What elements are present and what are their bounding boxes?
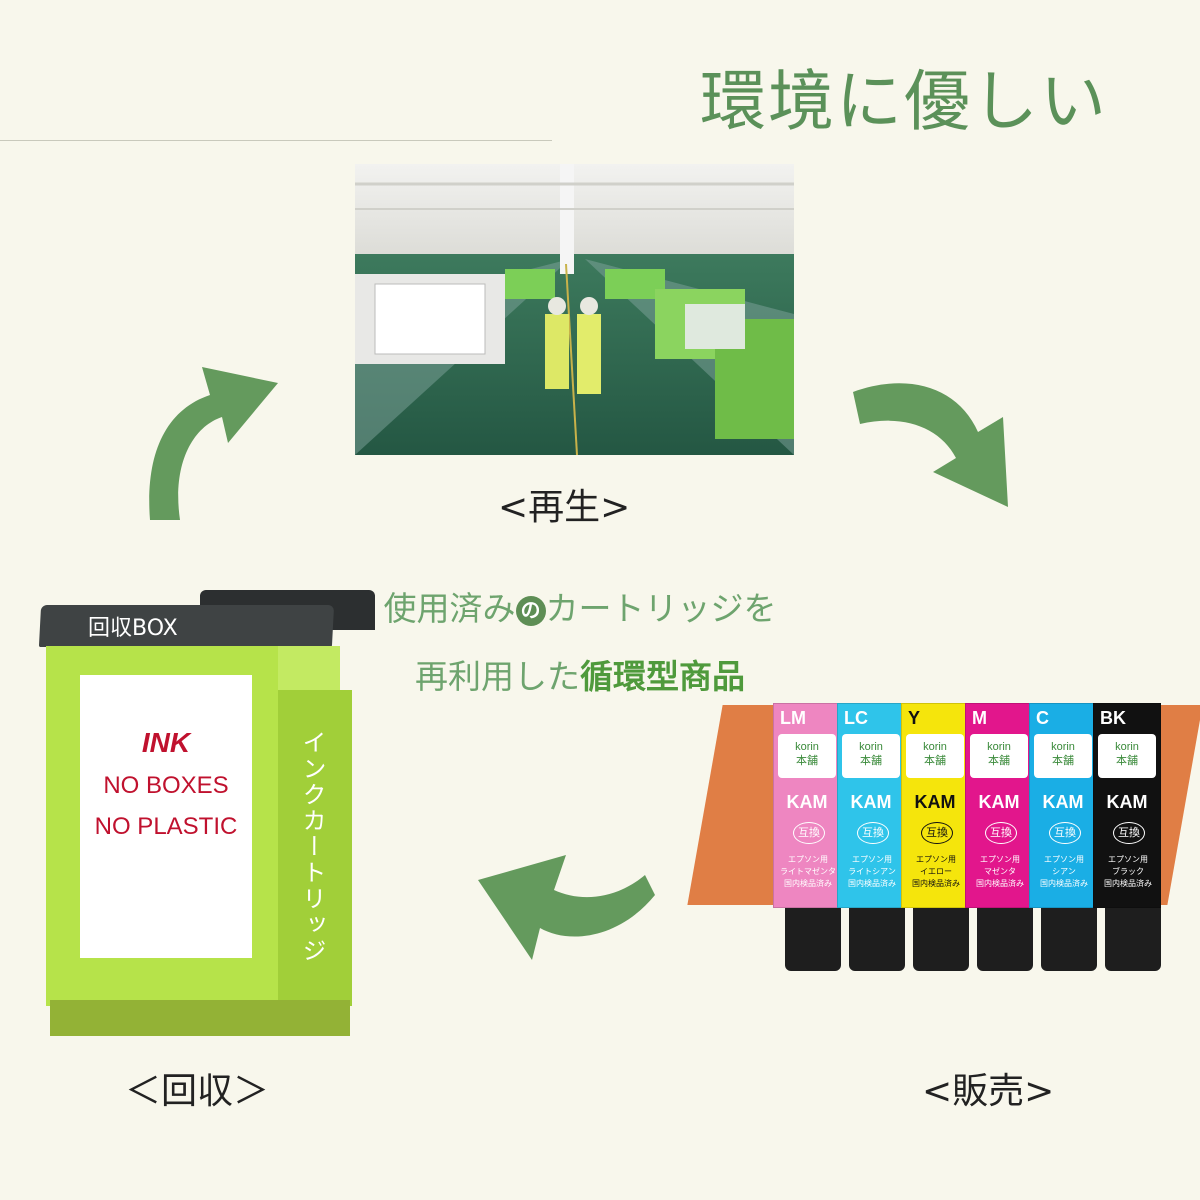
- cartridge-brand-sub: 本舗: [924, 755, 946, 767]
- cartridge-compat-badge: 互換: [1113, 822, 1145, 844]
- factory-photo: [355, 164, 794, 455]
- cartridge-model: KAM: [786, 792, 828, 812]
- cartridge-code: LC: [844, 708, 868, 728]
- cartridge-bk: BK korin 本舗 KAM 互換エプソン用 ブラック 国内検品済み: [1093, 703, 1161, 971]
- curved-arrow-left-icon: [478, 855, 655, 960]
- cartridge-compat-badge: 互換: [985, 822, 1017, 844]
- cartridge-model: KAM: [850, 792, 892, 812]
- cartridge-description: エプソン用 マゼンタ 国内検品済み: [976, 855, 1024, 888]
- cartridge-lc: LC korin 本舗 KAM 互換エプソン用 ライトシアン 国内検品済み: [837, 703, 905, 971]
- cartridge-compat-badge: 互換: [857, 822, 889, 844]
- cartridge-tab: [785, 901, 841, 971]
- cartridge-code: Y: [908, 708, 921, 728]
- caption-no-badge: の: [515, 595, 546, 626]
- cartridge-tab: [977, 901, 1033, 971]
- box-lid-label: 回収BOX: [88, 616, 178, 641]
- cartridge-model: KAM: [914, 792, 956, 812]
- cartridge-brand-sub: 本舗: [988, 755, 1010, 767]
- curved-arrow-down-right-icon: [853, 383, 1008, 507]
- cartridge-compat-badge: 互換: [921, 822, 953, 844]
- stage-label-sell: <販売>: [922, 1071, 1055, 1112]
- recycle-box: 回収BOX INK NO BOXES NO PLASTIC インクカートリッジ: [38, 590, 375, 1040]
- caption-text-used: 使用済み: [383, 589, 516, 628]
- caption-text-cartridge: カートリッジを: [545, 589, 777, 628]
- cartridge-model: KAM: [978, 792, 1020, 812]
- box-lid: [38, 605, 335, 647]
- korin-logo-icon: korin 本舗: [1098, 734, 1156, 778]
- curved-arrow-up-right-icon: [149, 367, 278, 520]
- cartridge-brand: korin: [923, 741, 947, 753]
- cartridge-tab: [1041, 901, 1097, 971]
- korin-logo-icon: korin 本舗: [778, 734, 836, 778]
- sign-no-boxes: NO BOXES: [103, 772, 229, 799]
- box-base: [50, 1000, 350, 1036]
- cartridge-compat-badge: 互換: [793, 822, 825, 844]
- sign-no-plastic: NO PLASTIC: [94, 813, 238, 840]
- stage-label-regenerate: <再生>: [498, 487, 631, 528]
- box-side: [278, 690, 352, 1006]
- cartridge-description: エプソン用 ライトマゼンタ 国内検品済み: [780, 855, 836, 888]
- cartridge-tab: [1105, 901, 1161, 971]
- cartridge-code: LM: [780, 708, 806, 728]
- caption-line-1: 使用済みのカートリッジを: [330, 582, 830, 630]
- box-side-top: [278, 646, 340, 692]
- sign-ink: INK: [141, 727, 191, 758]
- cartridge-code: BK: [1100, 708, 1126, 728]
- cartridge-brand-sub: 本舗: [796, 755, 818, 767]
- caption-text-circular-product: 循環型商品: [580, 657, 745, 696]
- cartridge-code: M: [972, 708, 987, 728]
- cartridge-compat-badge: 互換: [1049, 822, 1081, 844]
- stage-label-collect: ＜回収＞: [125, 1071, 270, 1112]
- cartridge-code: C: [1036, 708, 1049, 728]
- korin-logo-icon: korin 本舗: [1034, 734, 1092, 778]
- cartridge-label: LM korin 本舗 KAM 互換エプソン用 ライトマゼンタ 国内検品済み: [773, 703, 841, 908]
- cartridge-brand-sub: 本舗: [1052, 755, 1074, 767]
- caption-text-reused: 再利用した: [415, 657, 580, 696]
- korin-logo-icon: korin 本舗: [842, 734, 900, 778]
- cartridge-model: KAM: [1042, 792, 1084, 812]
- cartridge-brand-sub: 本舗: [860, 755, 882, 767]
- cartridge-description: エプソン用 シアン 国内検品済み: [1040, 855, 1088, 888]
- cartridge-brand-sub: 本舗: [1116, 755, 1138, 767]
- cartridge-description: エプソン用 ブラック 国内検品済み: [1104, 855, 1152, 888]
- cartridge-description: エプソン用 イエロー 国内検品済み: [912, 855, 960, 888]
- cartridge-brand: korin: [987, 741, 1011, 753]
- cartridge-model: KAM: [1106, 792, 1148, 812]
- cartridge-description: エプソン用 ライトシアン 国内検品済み: [848, 855, 896, 888]
- korin-logo-icon: korin 本舗: [906, 734, 964, 778]
- cartridge-lm: LM korin 本舗 KAM 互換エプソン用 ライトマゼンタ 国内検品済み: [773, 703, 841, 971]
- cartridge-tab: [913, 901, 969, 971]
- caption-line-2: 再利用した循環型商品: [330, 650, 830, 698]
- cartridge-tab: [849, 901, 905, 971]
- cartridge-brand: korin: [795, 741, 819, 753]
- cartridge-brand: korin: [1051, 741, 1075, 753]
- box-side-text: インクカートリッジ: [298, 730, 326, 964]
- cartridge-brand: korin: [1115, 741, 1139, 753]
- cartridge-label: BK korin 本舗 KAM 互換エプソン用 ブラック 国内検品済み: [1093, 703, 1161, 908]
- page-title: 環境に優しい: [700, 63, 1108, 140]
- cartridge-brand: korin: [859, 741, 883, 753]
- cartridge-label: LC korin 本舗 KAM 互換エプソン用 ライトシアン 国内検品済み: [837, 703, 905, 908]
- box-sign: INK NO BOXES NO PLASTIC: [80, 675, 252, 958]
- title-divider: [0, 140, 552, 141]
- korin-logo-icon: korin 本舗: [970, 734, 1028, 778]
